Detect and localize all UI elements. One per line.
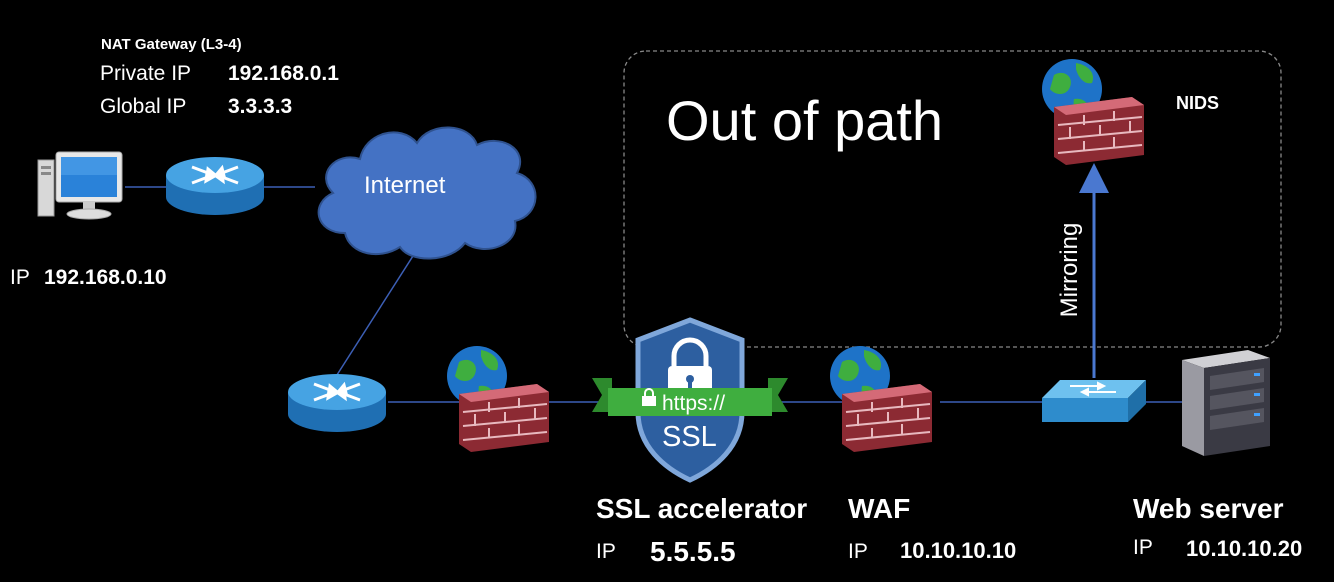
mirroring-label: Mirroring [1056,222,1083,318]
waf-ip-label: IP [848,540,868,563]
nids-label: NIDS [1176,93,1220,113]
router-icon [166,157,264,215]
nat-title: NAT Gateway (L3-4) [101,36,242,53]
out-of-path-label: Out of path [666,89,944,152]
https-banner: https:// [662,392,726,415]
server-icon [1182,350,1270,456]
private-ip-label: Private IP [100,62,192,85]
edge-firewall [445,342,555,454]
cloud-icon [317,126,537,260]
ssl-name: SSL accelerator [596,493,808,524]
client-ip-label: IP [10,266,30,289]
small-lock-icon [642,388,656,406]
firewall-icon [1054,97,1144,165]
desktop-pc-icon [37,151,123,220]
ssl-shield-icon [592,317,788,483]
link-internet-router2 [334,244,421,379]
global-ip-value: 3.3.3.3 [228,95,293,118]
client-ip-value: 192.168.0.10 [44,266,167,289]
switch-icon [1042,380,1146,422]
ssl-ip-value: 5.5.5.5 [650,536,736,567]
private-ip-value: 192.168.0.1 [228,62,339,85]
web-ip-value: 10.10.10.20 [1186,536,1303,561]
firewall-icon [459,384,549,452]
out-of-path-region [623,50,1282,348]
ssl-ip-label: IP [596,540,616,563]
waf-firewall [828,342,938,454]
web-ip-label: IP [1133,536,1153,559]
nids-firewall [1040,55,1150,167]
waf-name: WAF [848,493,911,524]
ssl-shield-label: SSL [662,421,717,453]
global-ip-label: Global IP [100,95,187,118]
web-name: Web server [1133,493,1284,524]
router-icon [288,374,386,432]
internet-label: Internet [364,172,446,199]
waf-ip-value: 10.10.10.10 [900,538,1017,563]
firewall-icon [842,384,932,452]
